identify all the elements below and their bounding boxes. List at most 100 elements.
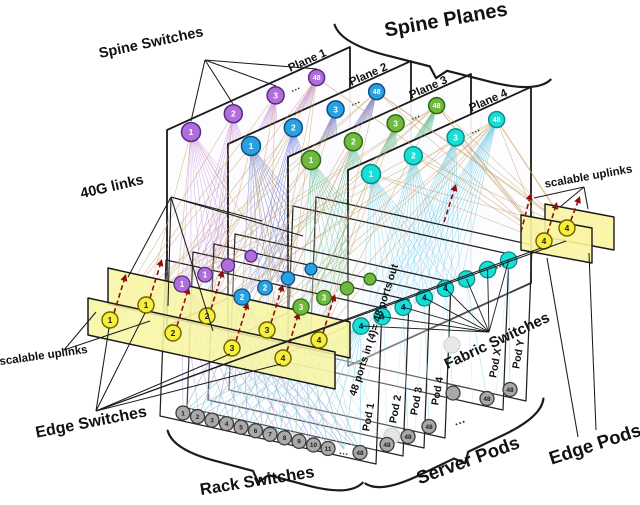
spine-downlink <box>441 119 497 294</box>
spine-downlink <box>360 119 497 327</box>
server-pods-brace <box>364 397 545 489</box>
pointer-line <box>170 196 304 237</box>
rack-switch-label: 7 <box>268 432 272 439</box>
edge-switch <box>558 219 576 237</box>
edge-switch <box>164 324 182 342</box>
fabric-switch <box>244 249 258 263</box>
forty-g-link <box>206 137 456 317</box>
annotation-pointers <box>63 23 597 492</box>
spine-switch <box>427 96 446 115</box>
rack-switch-label: 9 <box>297 439 301 446</box>
edge-switch <box>274 349 292 367</box>
spine-switch <box>367 82 386 101</box>
rack-switch <box>175 405 191 421</box>
fabric-switch-label: 2 <box>263 284 268 293</box>
spine-downlink <box>309 141 354 304</box>
spine-downlink <box>181 131 192 285</box>
scalable-uplink-arrow <box>270 290 282 324</box>
spine-downlink <box>450 137 456 290</box>
spine-downlink <box>459 119 497 287</box>
fabric-rack-link <box>423 297 430 427</box>
fabric-rack-link <box>508 260 511 390</box>
pointer-line <box>424 297 490 333</box>
edge-switch <box>198 307 216 325</box>
ghost-rack-switch <box>443 336 461 354</box>
spine-downlink <box>378 137 456 319</box>
fabric-rack-link <box>359 325 362 453</box>
rack-switches-brace <box>166 429 364 492</box>
rack-switch-label: 6 <box>254 428 258 435</box>
spine-downlink <box>250 145 279 283</box>
edge-pods-label: Edge Pods <box>546 419 640 469</box>
spine-switch <box>240 135 262 157</box>
spine-downlink <box>370 173 380 319</box>
spine-downlink <box>405 119 497 308</box>
pointer-line <box>204 59 234 105</box>
spine-switch <box>487 110 506 129</box>
pointer-line <box>204 59 277 87</box>
scalable-uplink-arrowhead <box>574 196 581 204</box>
fabric-switch <box>173 275 191 293</box>
spine-downlink <box>309 159 312 304</box>
spine-downlink <box>217 113 234 270</box>
forty-g-link <box>206 113 234 317</box>
pointer-line <box>487 269 490 333</box>
fabric-rack-link <box>315 316 385 429</box>
spine-switch <box>386 114 405 133</box>
edge-switch-label: 4 <box>565 223 570 233</box>
forty-g-link <box>206 159 312 317</box>
spine-downlink <box>413 155 434 298</box>
pod-label: Pod 1 <box>360 402 377 432</box>
scalable-uplink-arrow <box>210 276 222 310</box>
fabric-rack-link <box>393 307 404 441</box>
rack-switch-label: 48 <box>383 442 391 449</box>
fabric-switch <box>257 279 273 296</box>
spine-switch-label: 48 <box>433 103 441 110</box>
forty-g-link <box>145 131 192 306</box>
forty-g-link <box>370 173 545 242</box>
fabric-rack-link <box>311 325 362 442</box>
pointer-line <box>588 252 597 431</box>
fabric-rack-link <box>495 260 510 394</box>
spine-downlink <box>250 145 261 290</box>
spine-switch <box>300 149 322 171</box>
forty-g-link <box>266 77 317 331</box>
spine-switch <box>343 131 364 152</box>
spine-switch-label: 1 <box>309 155 314 165</box>
spine-switch-label: 48 <box>373 89 381 96</box>
scalable-uplinks-left-label: scalable uplinks <box>0 344 88 368</box>
pointer-line <box>95 240 567 412</box>
spine-downlink <box>370 173 434 298</box>
spine-switch <box>307 68 326 87</box>
spine-planes-brace <box>333 23 552 89</box>
pointer-line <box>167 196 172 307</box>
pointer-line <box>190 59 206 122</box>
spine-planes-title: Spine Planes <box>383 0 509 42</box>
spine-downlink <box>268 127 294 287</box>
spine-downlink <box>250 127 294 294</box>
scalable-uplink-arrow <box>113 280 125 314</box>
scalable-uplink-arrow <box>286 318 298 352</box>
scalable-uplink-arrow <box>235 308 247 342</box>
rack-switch <box>262 426 278 442</box>
scalable-uplink-arrowhead <box>450 184 458 192</box>
edge-switch <box>310 331 328 349</box>
forty-g-link <box>266 119 497 331</box>
rack-switch-label: 11 <box>325 446 332 453</box>
pointer-line <box>533 186 585 199</box>
spine-row-ellipsis: … <box>288 81 302 95</box>
spine-downlink <box>413 155 425 301</box>
pointer-line <box>63 311 97 351</box>
scalable-uplink-arrowhead <box>525 193 533 201</box>
spine-downlink <box>423 137 456 301</box>
spine-switch-label: 3 <box>453 132 458 142</box>
forty-g-link <box>206 145 252 317</box>
rack-row-ellipsis: … <box>338 446 349 458</box>
rack-switch-label: 3 <box>210 417 214 424</box>
spine-downlink <box>370 173 398 312</box>
rack-switch <box>291 433 307 450</box>
